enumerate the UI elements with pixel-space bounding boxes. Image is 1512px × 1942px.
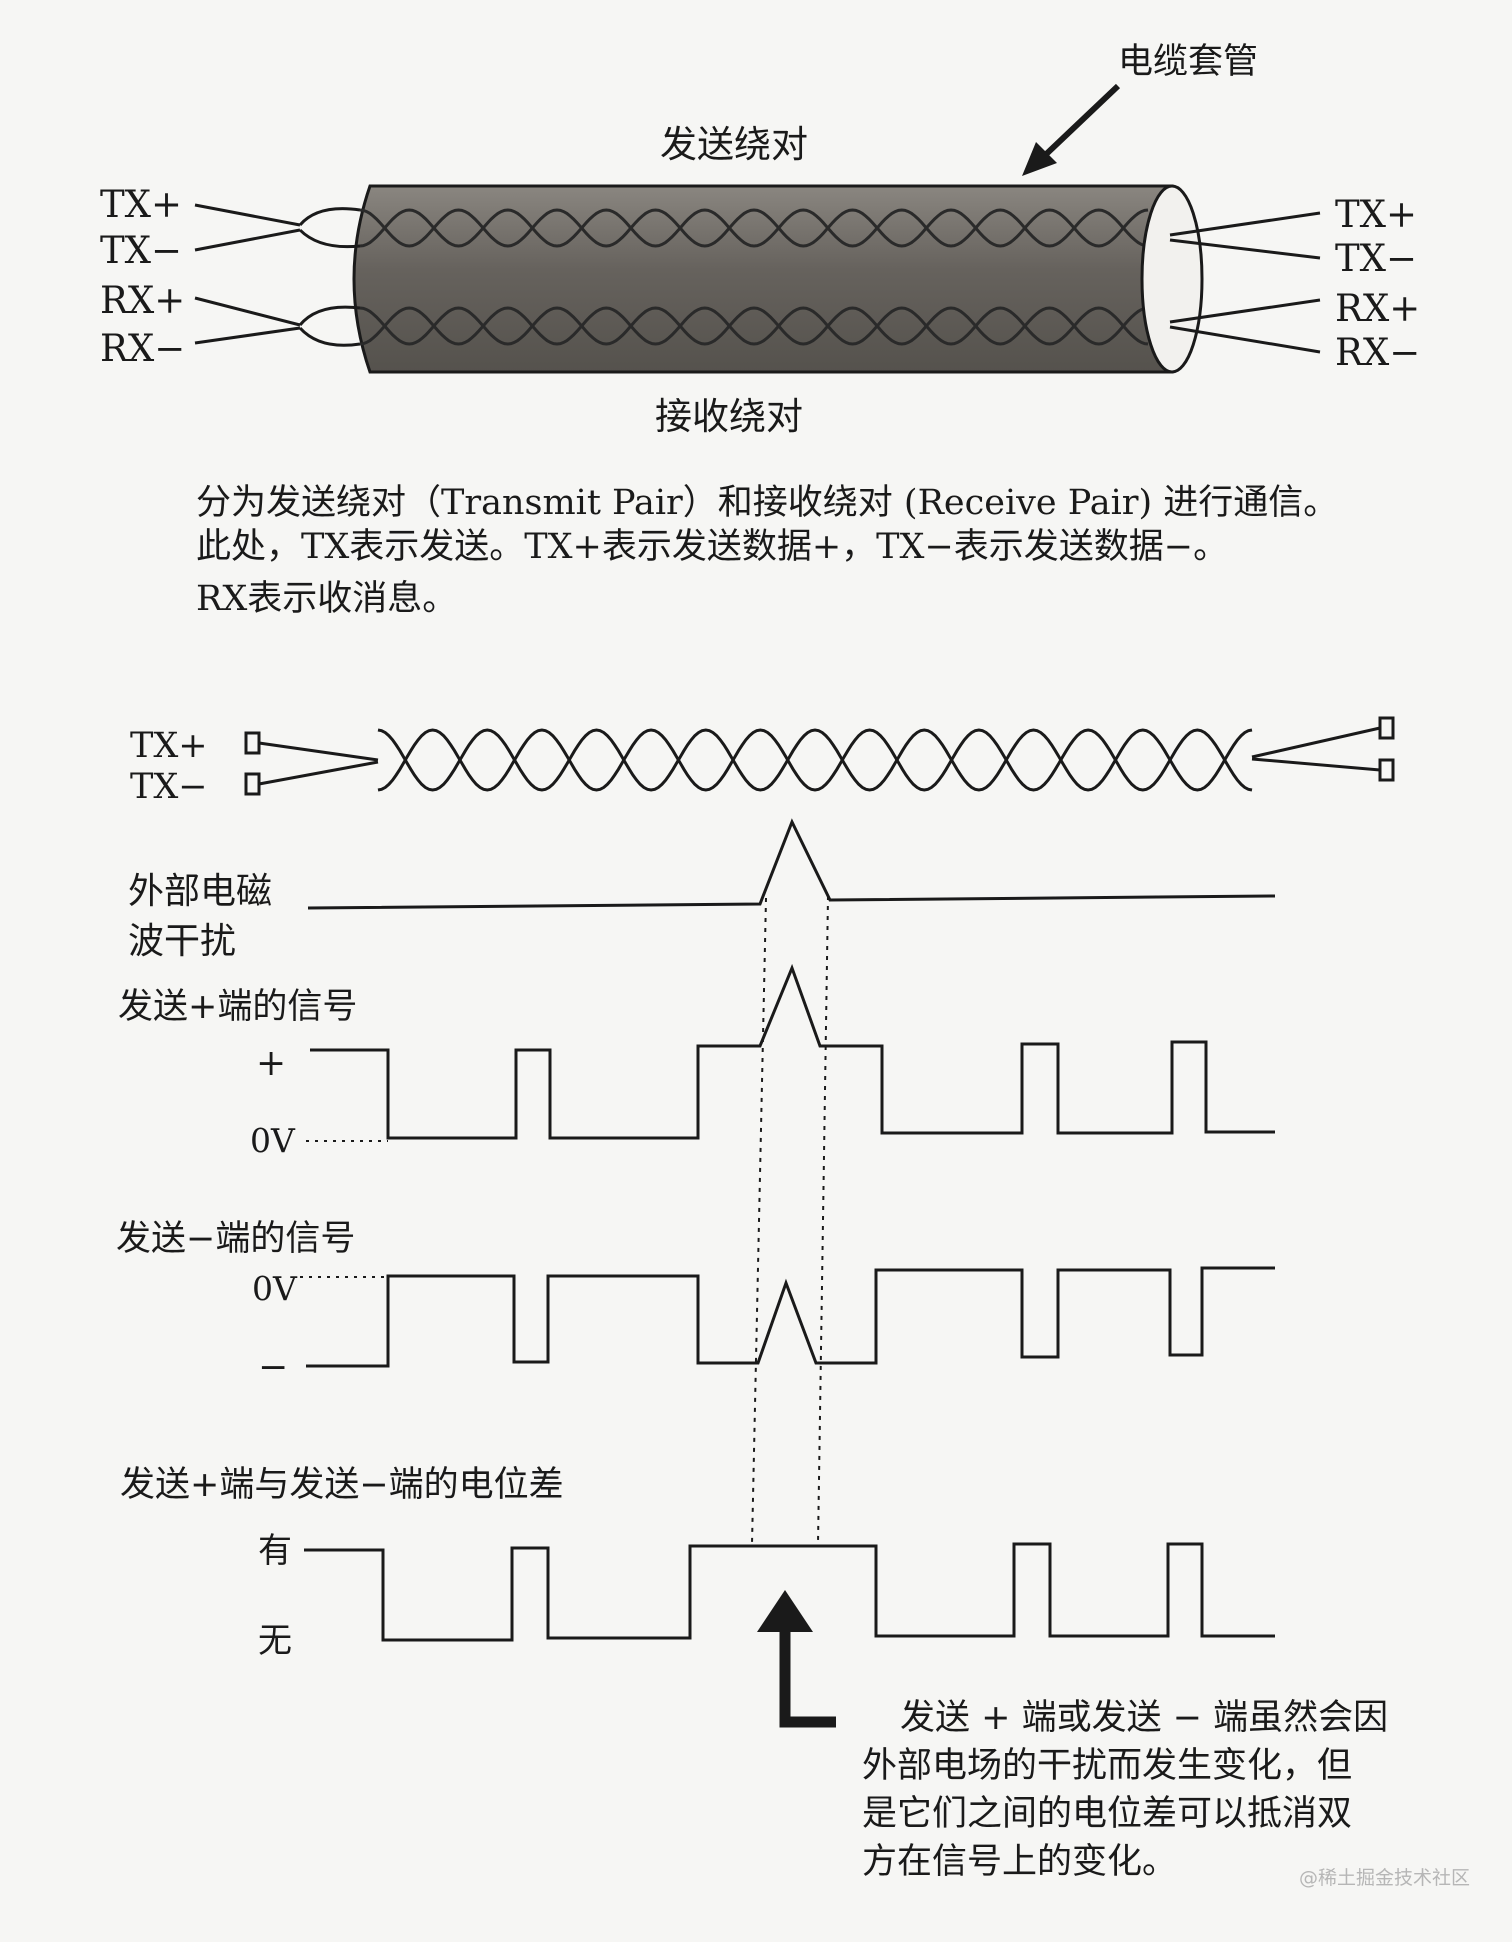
plus-signal-high-label: + bbox=[256, 1043, 287, 1084]
left-end-rx-plus: RX+ bbox=[100, 279, 186, 322]
right-end-tx-minus: TX− bbox=[1335, 237, 1418, 280]
right-wire-leads bbox=[1169, 211, 1321, 354]
signal-twisted-pair bbox=[244, 716, 1395, 796]
difference-high-label: 有 bbox=[258, 1531, 292, 1571]
minus-signal-high-label: 0V bbox=[252, 1269, 297, 1308]
difference-low-label: 无 bbox=[258, 1621, 292, 1661]
terminal-tx-plus-left bbox=[244, 731, 261, 755]
right-end-rx-minus: RX− bbox=[1335, 331, 1421, 374]
sheath-label: 电缆套管 bbox=[1118, 42, 1259, 82]
plus-signal-title: 发送+端的信号 bbox=[118, 987, 358, 1027]
note-line-2: 外部电场的干扰而发生变化，但 bbox=[862, 1746, 1353, 1786]
note-line-1: 发送 + 端或发送 − 端虽然会因 bbox=[900, 1698, 1389, 1738]
emi-label-line-1: 外部电磁 bbox=[128, 871, 273, 912]
minus-signal-low-label: − bbox=[258, 1347, 289, 1388]
tx-twisted-pair bbox=[359, 208, 1149, 248]
caption-line-1: 分为发送绕对（Transmit Pair）和接收绕对 (Receive Pair… bbox=[196, 483, 1339, 523]
left-end-tx-minus: TX− bbox=[100, 229, 183, 272]
spike-guide-lines bbox=[751, 895, 829, 1545]
pair-label-tx-plus: TX+ bbox=[130, 726, 208, 766]
plus-signal-waveform bbox=[310, 963, 1275, 1140]
rx-twisted-pair bbox=[359, 306, 1149, 346]
tx-pair-label: 发送绕对 bbox=[660, 123, 808, 166]
difference-title: 发送+端与发送−端的电位差 bbox=[120, 1465, 564, 1505]
right-end-rx-plus: RX+ bbox=[1335, 287, 1421, 330]
note-line-3: 是它们之间的电位差可以抵消双 bbox=[862, 1794, 1353, 1834]
minus-signal-waveform bbox=[306, 1266, 1275, 1368]
right-end-tx-plus: TX+ bbox=[1335, 193, 1418, 236]
left-wire-leads bbox=[194, 203, 301, 345]
left-end-rx-minus: RX− bbox=[100, 327, 186, 370]
cable-sheath-end bbox=[1140, 184, 1204, 374]
caption-line-3: RX表示收消息。 bbox=[196, 579, 458, 619]
left-end-tx-plus: TX+ bbox=[100, 183, 183, 226]
pair-label-tx-minus: TX− bbox=[130, 767, 208, 807]
difference-waveform bbox=[304, 1542, 1275, 1642]
emi-label-line-2: 波干扰 bbox=[128, 921, 237, 962]
plus-signal-low-label: 0V bbox=[250, 1121, 295, 1160]
terminal-tx-minus-left bbox=[244, 772, 261, 796]
sheath-arrow bbox=[1022, 83, 1121, 176]
terminal-tx-plus-right bbox=[1378, 716, 1395, 740]
cable-illustration bbox=[194, 83, 1321, 374]
minus-signal-title: 发送−端的信号 bbox=[116, 1219, 356, 1259]
note-arrow bbox=[757, 1590, 836, 1728]
note-line-4: 方在信号上的变化。 bbox=[862, 1842, 1178, 1882]
rx-pair-label: 接收绕对 bbox=[655, 395, 803, 438]
caption-line-2: 此处，TX表示发送。TX+表示发送数据+，TX−表示发送数据−。 bbox=[196, 527, 1229, 567]
emi-waveform bbox=[307, 818, 1276, 910]
watermark: @稀土掘金技术社区 bbox=[1298, 1867, 1470, 1889]
cable-sheath bbox=[352, 184, 1174, 374]
terminal-tx-minus-right bbox=[1378, 758, 1395, 782]
